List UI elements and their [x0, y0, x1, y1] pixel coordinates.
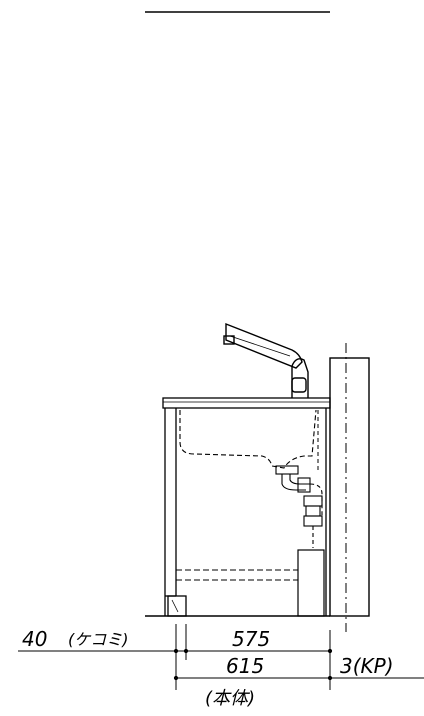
dim-kick: 40: [22, 627, 47, 651]
dim-body-note: (本体): [205, 688, 255, 709]
dimension-lines: [18, 624, 424, 690]
sink-bowl: [179, 409, 317, 469]
dim-body-depth: 615: [226, 654, 264, 678]
counter-top: [162, 397, 331, 409]
dim-cabinet-depth: 575: [232, 627, 270, 651]
back-panel: [297, 549, 325, 617]
wall: [329, 343, 370, 632]
drain-trap: [275, 465, 323, 548]
dim-kick-note: (ケコミ): [68, 630, 129, 649]
cabinet-body: [164, 408, 327, 617]
inner-shelf: [176, 569, 298, 581]
faucet: [223, 322, 309, 398]
dim-kp: 3(KP): [340, 654, 394, 678]
